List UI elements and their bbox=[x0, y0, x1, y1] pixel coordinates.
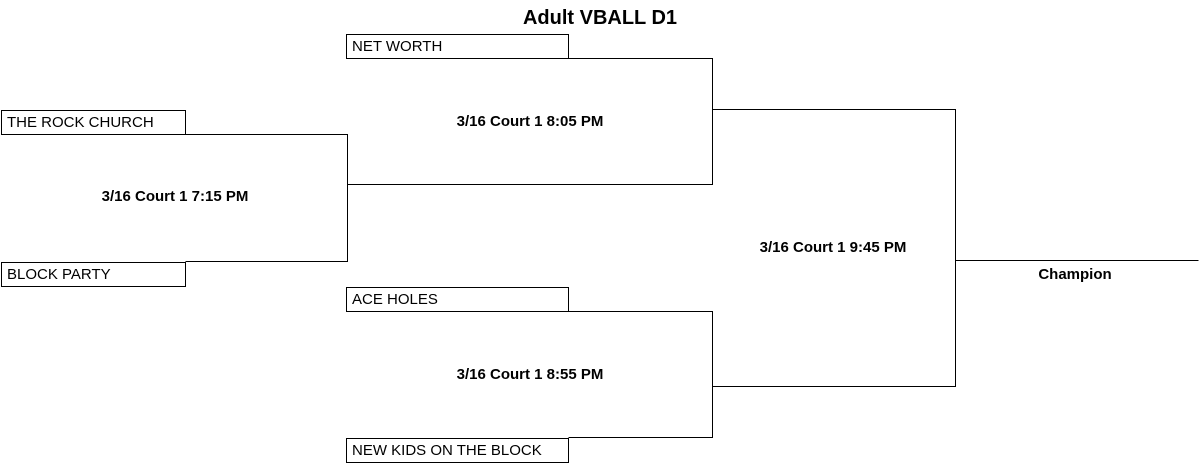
team-slot-block-party[interactable]: BLOCK PARTY bbox=[1, 262, 186, 287]
team-slot-rock-church[interactable]: THE ROCK CHURCH bbox=[1, 110, 186, 135]
champion-label: Champion bbox=[1038, 266, 1112, 283]
team-slot-new-kids[interactable]: NEW KIDS ON THE BLOCK bbox=[346, 438, 569, 463]
final-schedule-label: 3/16 Court 1 9:45 PM bbox=[759, 239, 907, 256]
game2-bracket-line bbox=[347, 58, 713, 185]
team-slot-net-worth[interactable]: NET WORTH bbox=[346, 34, 569, 59]
game2-schedule-label: 3/16 Court 1 8:05 PM bbox=[456, 113, 604, 130]
bracket-title: Adult VBALL D1 bbox=[522, 7, 678, 29]
team-slot-ace-holes[interactable]: ACE HOLES bbox=[346, 287, 569, 312]
game1-schedule-label: 3/16 Court 1 7:15 PM bbox=[101, 188, 249, 205]
final-bracket-line bbox=[712, 109, 956, 387]
game1-bracket-line bbox=[185, 134, 348, 262]
game3-bracket-line bbox=[568, 311, 713, 438]
game3-schedule-label: 3/16 Court 1 8:55 PM bbox=[456, 366, 604, 383]
